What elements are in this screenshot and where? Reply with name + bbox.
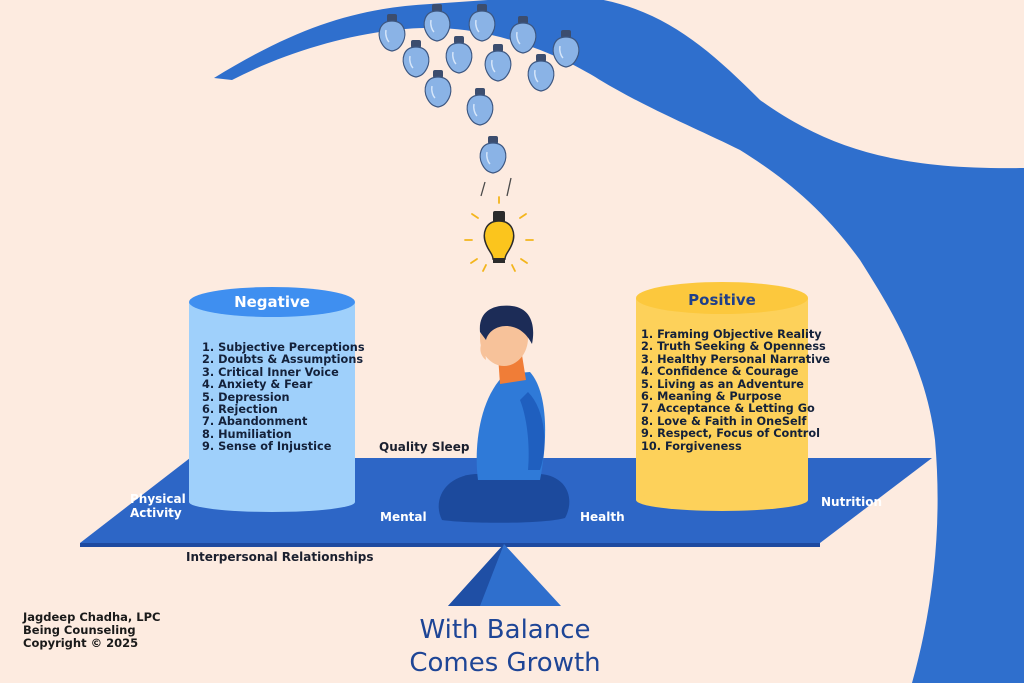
positive-jar: Positive 1. Framing Objective Reality 2.… — [636, 282, 830, 502]
list-item: 5. Depression — [202, 390, 290, 404]
list-item: 1. Framing Objective Reality — [641, 328, 822, 341]
label-physical-activity-line2: Activity — [130, 506, 182, 520]
light-bulb-icon — [552, 30, 580, 68]
label-physical-activity-line1: Physical — [130, 492, 186, 506]
tagline-line2: Comes Growth — [409, 648, 601, 678]
meditating-person-icon — [438, 305, 570, 523]
list-item: 4. Confidence & Courage — [641, 365, 799, 379]
light-bulb-icon — [424, 70, 452, 108]
list-item: 2. Doubts & Assumptions — [202, 353, 364, 367]
list-item: 4. Anxiety & Fear — [202, 378, 313, 392]
light-bulb-icon — [378, 14, 406, 52]
negative-jar-shape — [189, 287, 355, 512]
list-item: 3. Critical Inner Voice — [202, 365, 339, 379]
tagline-line1: With Balance — [419, 615, 591, 645]
light-bulb-icon — [527, 54, 555, 92]
list-item: 10. Forgiveness — [641, 439, 742, 453]
light-bulb-icon — [468, 4, 496, 42]
list-item: 8. Humiliation — [202, 427, 292, 441]
label-health: Health — [580, 510, 625, 524]
negative-list: 1. Subjective Perceptions 2. Doubts & As… — [202, 341, 365, 454]
list-item: 1. Subjective Perceptions — [202, 341, 365, 354]
light-bulb-icon — [484, 44, 512, 82]
positive-jar-shape — [636, 282, 808, 511]
fulcrum-icon — [448, 544, 561, 606]
light-bulb-icon — [402, 40, 430, 78]
negative-jar: Negative 1. Subjective Perceptions 2. Do… — [189, 287, 365, 502]
light-bulb-icon — [445, 36, 473, 74]
falling-lines-icon — [480, 177, 512, 197]
tree-branch-icon — [214, 0, 1024, 683]
light-bulb-icon — [466, 88, 494, 126]
list-item: 7. Acceptance & Letting Go — [641, 402, 815, 416]
credit-copyright: Copyright © 2025 — [23, 636, 139, 650]
label-quality-sleep: Quality Sleep — [379, 440, 470, 454]
credit-author: Jagdeep Chadha, LPC — [23, 610, 161, 624]
lit-bulb-icon — [464, 196, 534, 272]
credit-org: Being Counseling — [23, 623, 136, 637]
negative-title: Negative — [234, 293, 310, 311]
list-item: 9. Sense of Injustice — [202, 440, 332, 454]
list-item: 6. Rejection — [202, 403, 278, 417]
light-bulb-icon — [509, 16, 537, 54]
light-bulb-icon — [479, 136, 507, 174]
list-item: 9. Respect, Focus of Control — [641, 427, 820, 441]
light-bulb-icon — [423, 4, 451, 42]
positive-list: 1. Framing Objective Reality 2. Truth Se… — [641, 328, 831, 453]
list-item: 8. Love & Faith in OneSelf — [641, 414, 807, 428]
label-mental: Mental — [380, 510, 427, 524]
list-item: 2. Truth Seeking & Openness — [641, 340, 826, 354]
list-item: 7. Abandonment — [202, 415, 308, 429]
label-interpersonal-relationships: Interpersonal Relationships — [186, 550, 374, 564]
list-item: 3. Healthy Personal Narrative — [641, 352, 831, 366]
positive-title: Positive — [688, 291, 756, 309]
light-bulb-icon — [378, 4, 580, 174]
list-item: 6. Meaning & Purpose — [641, 390, 782, 404]
label-nutrition: Nutrition — [821, 495, 882, 509]
list-item: 5. Living as an Adventure — [641, 377, 804, 391]
